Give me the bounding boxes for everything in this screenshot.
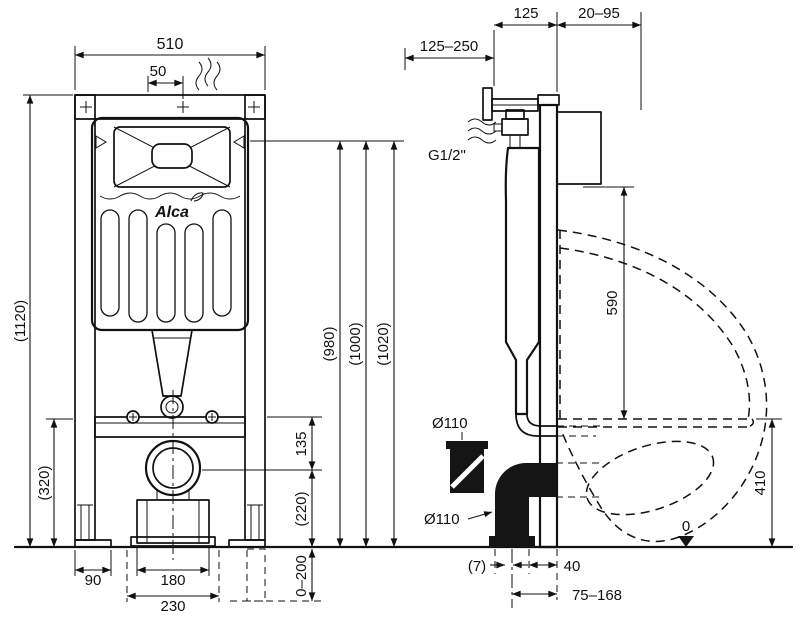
dim-90-label: 90 <box>85 572 102 589</box>
label-water-thread: G1/2" <box>428 147 466 164</box>
cistern-profile <box>504 146 541 416</box>
support-bracket <box>94 410 246 438</box>
logo-leaf-icon <box>190 192 204 202</box>
center-mark <box>177 101 189 113</box>
steam-symbol-side <box>467 118 497 144</box>
steam-symbol-front <box>195 57 221 91</box>
front-view: Alca <box>12 36 404 615</box>
dim-510-label: 510 <box>157 36 184 53</box>
label-dia110-lower-group: Ø110 <box>424 511 493 528</box>
dim-7-label: (7) <box>468 558 486 575</box>
label-floor-zero: 0 <box>682 518 690 535</box>
waste-elbow <box>489 462 604 608</box>
bowl-cavity <box>585 440 715 516</box>
toilet-bowl-outline <box>557 229 768 543</box>
cistern-ribs <box>100 209 232 323</box>
dim-width-510: 510 <box>74 36 266 90</box>
access-panel <box>113 126 231 188</box>
label-dia110-lower: Ø110 <box>424 511 460 528</box>
brand-logo: Alca <box>154 204 189 221</box>
post-top-cap <box>537 94 560 106</box>
label-dia110-upper: Ø110 <box>432 415 468 432</box>
dim-bottom-front: 90 180 230 <box>74 548 220 615</box>
wall-plate <box>482 87 493 121</box>
ground-zero-marker: 0 <box>678 518 694 547</box>
foot-left <box>74 504 112 548</box>
threaded-rod <box>556 111 602 185</box>
dim-590-label: 590 <box>604 290 621 315</box>
dim-bowl-height-410: 410 <box>752 418 782 547</box>
dim-220-label: (220) <box>293 491 310 526</box>
dim-1020-label: (1020) <box>375 322 392 365</box>
dim-lower-height-320: (320) <box>36 418 73 547</box>
dim-980-label: (980) <box>321 326 338 361</box>
dim-total-height-1120: (1120) <box>12 94 73 547</box>
bracket-bolt-right <box>205 410 219 424</box>
flush-button-opening <box>151 143 193 169</box>
dim-cistern-height-590: 590 <box>583 186 634 419</box>
bracket-bolt-left <box>126 410 140 424</box>
dim-50-label: 50 <box>150 63 167 80</box>
corner-bolt-right <box>248 101 260 113</box>
dim-125-250-label: 125–250 <box>420 38 478 55</box>
dim-1120-label: (1120) <box>12 300 29 342</box>
dim-1000-label: (1000) <box>347 322 364 365</box>
dim-230-label: 230 <box>160 598 185 615</box>
waste-collar <box>489 536 535 547</box>
spare-outlet-pipe: Ø110 <box>432 415 488 493</box>
dim-125-label: 125 <box>513 5 538 22</box>
water-connection: G1/2" <box>428 109 529 164</box>
side-clip-left <box>95 135 107 149</box>
dim-135-label: 135 <box>293 431 310 456</box>
cistern: Alca <box>90 116 250 332</box>
side-view: G1/2" Ø110 Ø110 <box>404 5 782 608</box>
dim-foot-adjust: 0–200 <box>230 548 322 602</box>
dim-180-label: 180 <box>160 572 185 589</box>
foot-right <box>228 504 266 548</box>
top-crossbar <box>74 94 266 120</box>
dim-410-label: 410 <box>752 470 769 495</box>
dim-320-label: (320) <box>36 465 53 500</box>
cistern-wave-line <box>99 192 241 200</box>
dim-top-side: 125 20–95 125–250 <box>404 5 642 110</box>
dim-offset-50: 50 <box>147 63 184 99</box>
flush-pipe-front <box>151 329 193 419</box>
side-clip-right <box>233 135 245 149</box>
dim-chain-right: 135 (220) (980) (1000) (1020) <box>202 140 404 547</box>
dim-40-label: 40 <box>564 558 581 575</box>
dim-75-168-label: 75–168 <box>572 587 622 604</box>
dim-0-200-label: 0–200 <box>293 555 310 597</box>
dim-bottom-side: (7) 40 75–168 <box>468 549 622 604</box>
dim-20-95-label: 20–95 <box>578 5 620 22</box>
corner-bolt-left <box>80 101 92 113</box>
